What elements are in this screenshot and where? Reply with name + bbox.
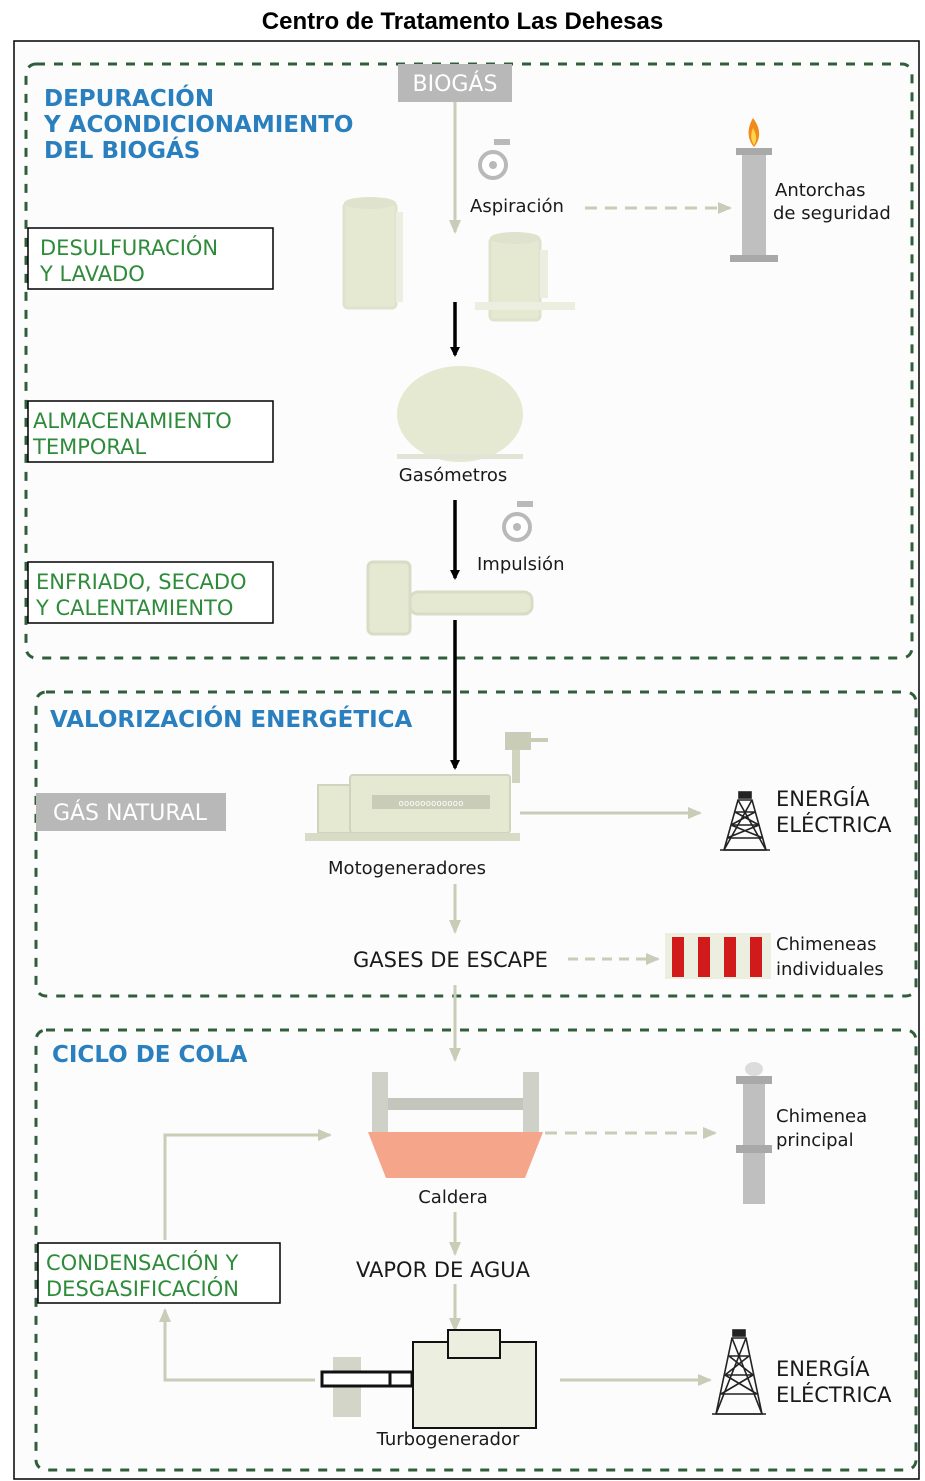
svg-text:oooooooooooo: oooooooooooo [398, 799, 463, 809]
almacenamiento-line1: ALMACENAMIENTO [33, 409, 232, 433]
desulfuracion-tanks-icon [342, 197, 575, 322]
motogenerador-icon: oooooooooooo [305, 732, 548, 841]
chimenea-principal-label-2: principal [776, 1130, 854, 1151]
gasometros-label: Gasómetros [399, 465, 507, 486]
chimeneas-ind-label-1: Chimeneas [776, 934, 876, 955]
impulsion-label: Impulsión [477, 554, 564, 575]
desulfuracion-line2: Y LAVADO [39, 262, 145, 286]
desulfuracion-box: DESULFURACIÓN Y LAVADO [27, 227, 274, 290]
antorchas-label-1: Antorchas [775, 180, 866, 201]
energia-1-label-b: ELÉCTRICA [776, 812, 892, 837]
condensacion-box: CONDENSACIÓN Y DESGASIFICACIÓN [37, 1242, 281, 1304]
chimenea-principal-icon [736, 1062, 772, 1204]
chimenea-principal-label-1: Chimenea [776, 1106, 867, 1127]
gas-natural-box [36, 793, 226, 831]
enfriado-equipment-icon [366, 560, 534, 636]
energia-tower-icon [720, 791, 770, 851]
motogeneradores-label: Motogeneradores [328, 858, 486, 879]
almacenamiento-line2: TEMPORAL [32, 435, 147, 459]
section-valorizacion-title: VALORIZACIÓN ENERGÉTICA [50, 705, 413, 733]
energia-1-label-a: ENERGÍA [776, 786, 870, 811]
energia-2-label-b: ELÉCTRICA [776, 1382, 892, 1407]
aspiracion-label: Aspiración [470, 196, 564, 217]
condensacion-line1: CONDENSACIÓN Y [46, 1250, 239, 1275]
flow-condensacion-caldera [163, 1129, 332, 1240]
antorcha-icon [730, 118, 778, 262]
chimeneas-individuales-icon [665, 933, 771, 979]
turbogenerador-icon [320, 1329, 537, 1429]
flow-to-condensacion [159, 1308, 315, 1382]
antorchas-label-2: de seguridad [773, 203, 891, 224]
vapor-label: VAPOR DE AGUA [356, 1258, 531, 1282]
enfriado-box: ENFRIADO, SECADO Y CALENTAMIENTO [27, 561, 274, 624]
biogas-input-box [398, 64, 512, 102]
impulsion-fan-icon [502, 501, 533, 542]
section-valorizacion-border [34, 690, 918, 998]
caldera-icon [368, 1072, 543, 1178]
turbogenerador-label: Turbogenerador [376, 1429, 520, 1450]
energia-2-label-a: ENERGÍA [776, 1356, 870, 1381]
section-depuracion-title-3: DEL BIOGÁS [44, 136, 200, 164]
biogas-label: BIOGÁS [413, 71, 498, 97]
gas-natural-label: GÁS NATURAL [53, 800, 208, 826]
almacenamiento-box: ALMACENAMIENTO TEMPORAL [27, 400, 274, 463]
section-depuracion-title-1: DEPURACIÓN [44, 84, 214, 112]
section-ciclo-border [34, 1028, 918, 1472]
enfriado-line2: Y CALENTAMIENTO [35, 596, 233, 620]
desulfuracion-line1: DESULFURACIÓN [40, 235, 218, 260]
caldera-label: Caldera [418, 1187, 488, 1208]
section-ciclo-title: CICLO DE COLA [52, 1042, 248, 1068]
diagram-title: Centro de Tratamento Las Dehesas [261, 8, 664, 35]
enfriado-line1: ENFRIADO, SECADO [36, 570, 247, 594]
aspiracion-fan-icon [478, 139, 510, 180]
chimeneas-ind-label-2: individuales [776, 959, 884, 980]
condensacion-line2: DESGASIFICACIÓN [46, 1276, 239, 1301]
section-depuracion-title-2: Y ACONDICIONAMIENTO [43, 112, 353, 138]
energia-tower-icon [712, 1329, 766, 1415]
gasometro-icon [397, 366, 523, 462]
gases-escape-label: GASES DE ESCAPE [353, 948, 548, 972]
